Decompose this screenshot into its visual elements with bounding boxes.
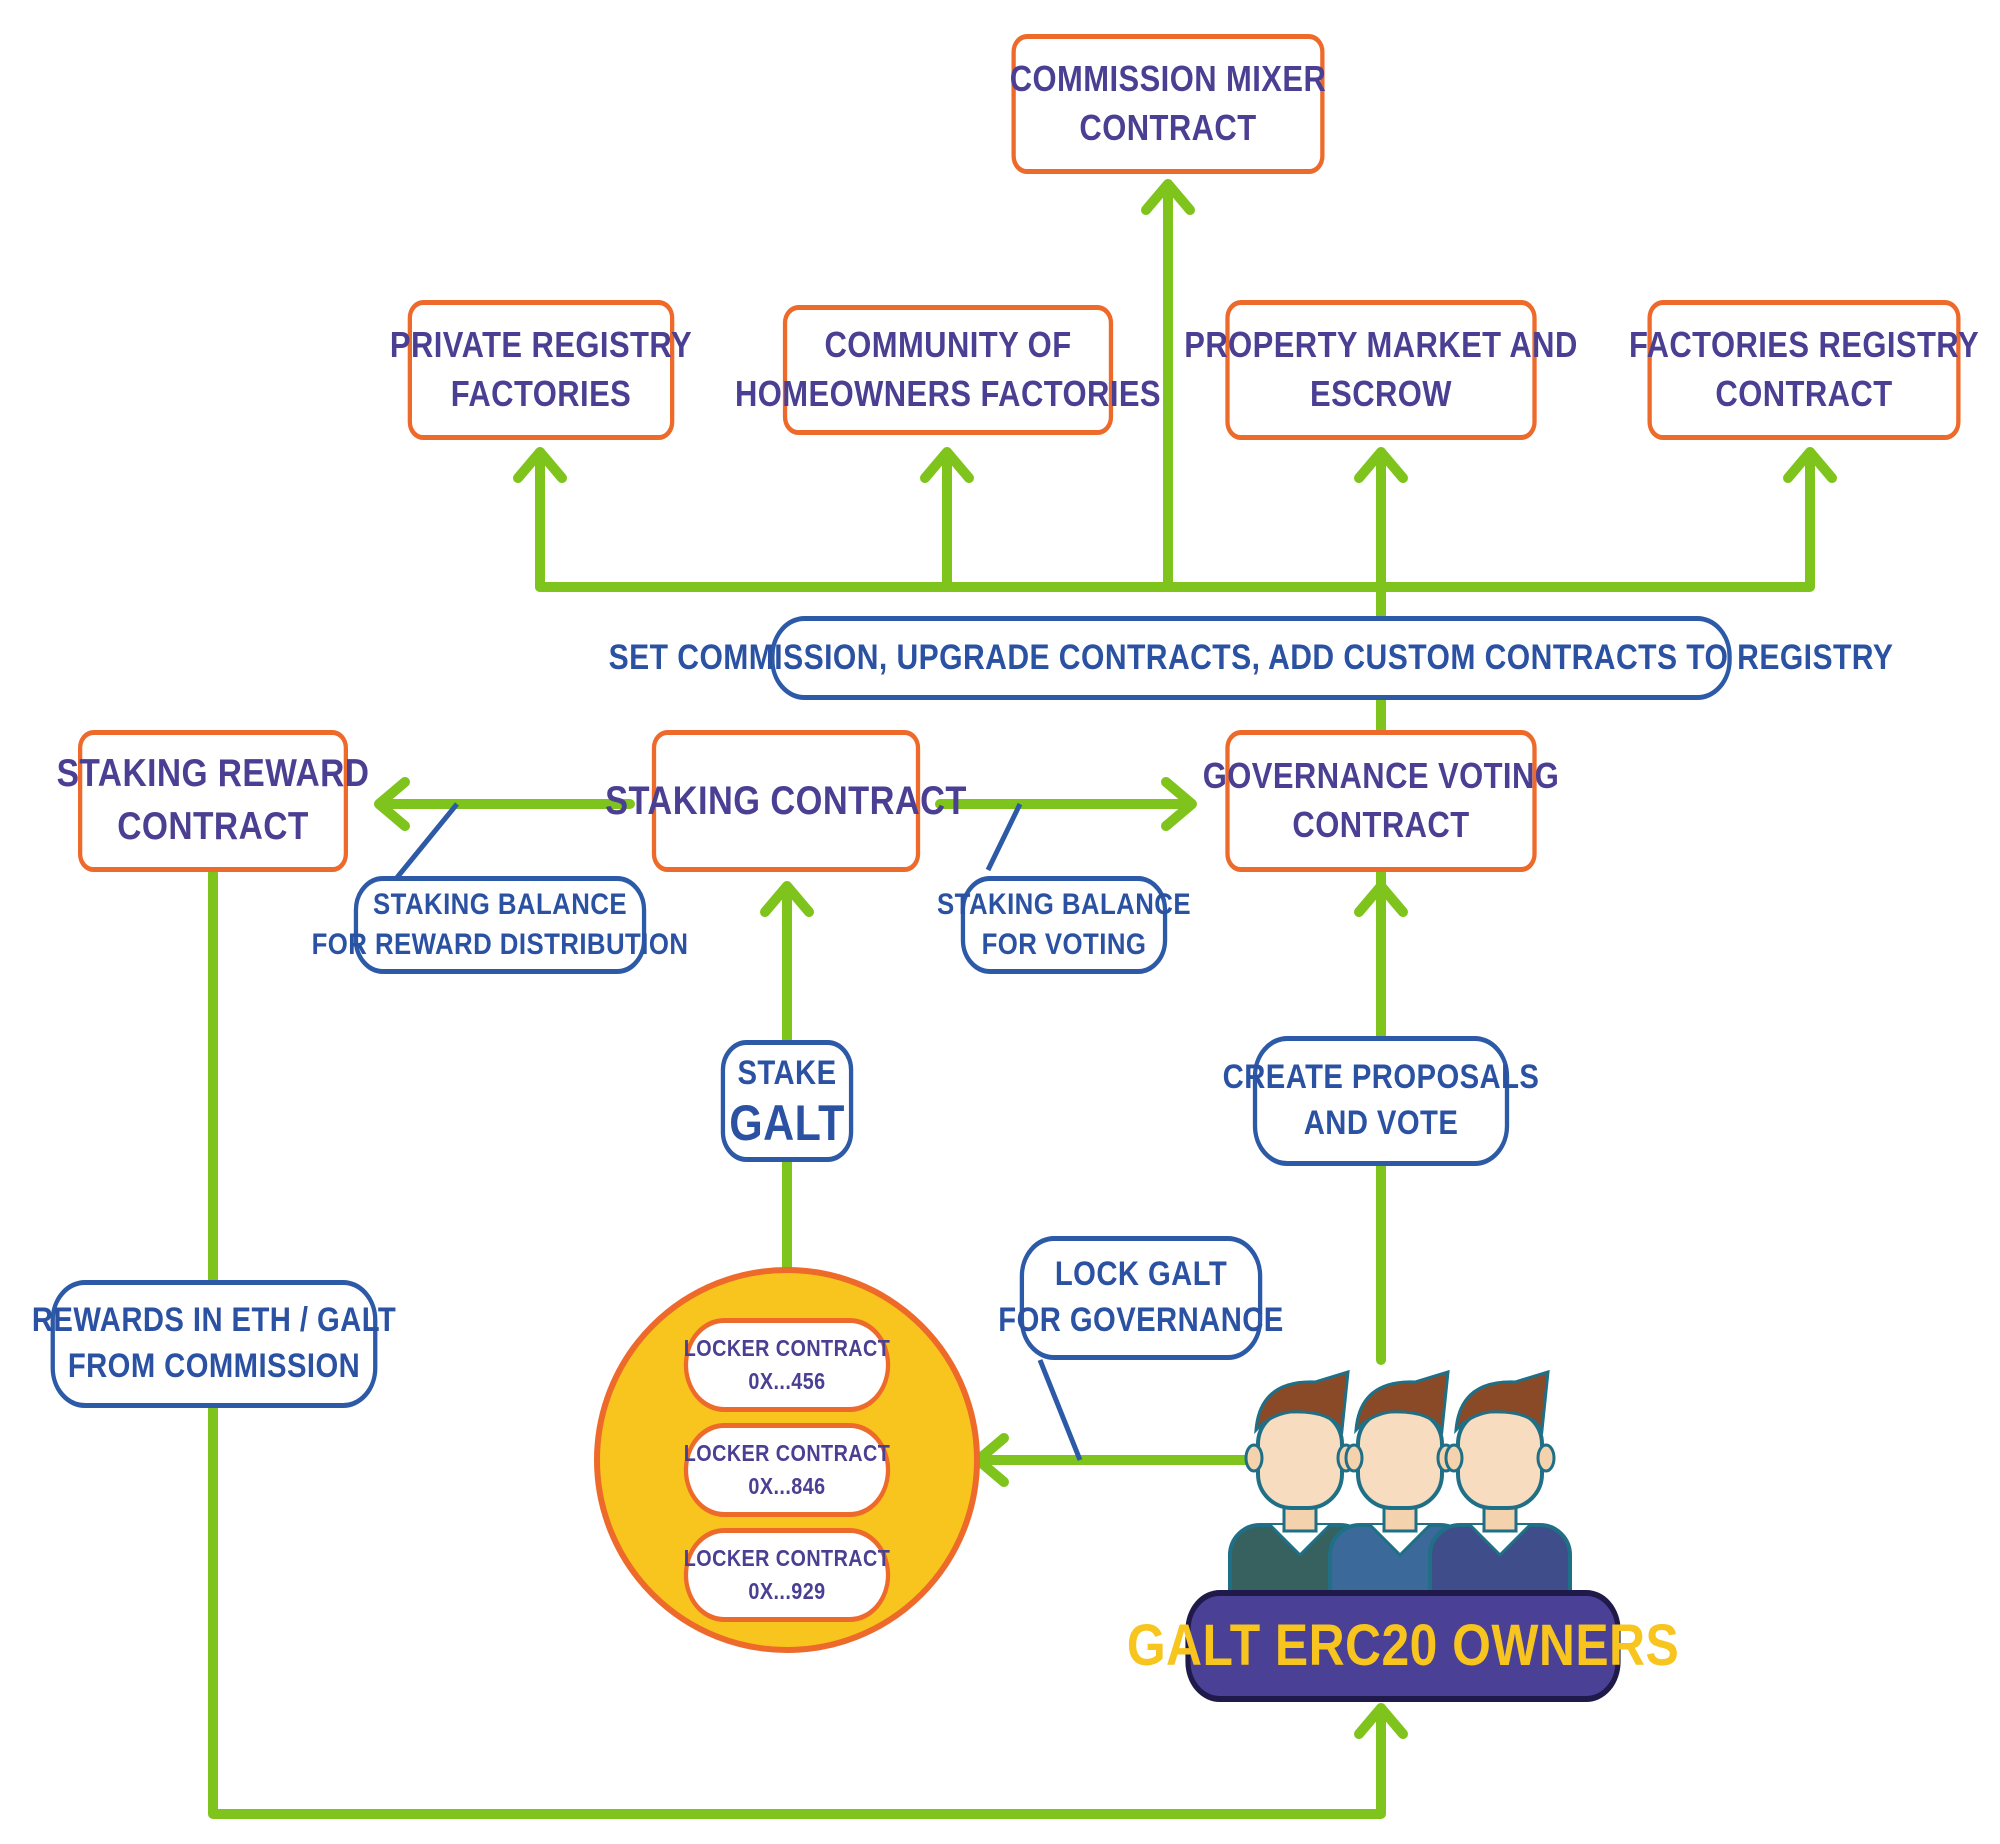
stake-galt-label: STAKE GALT — [720, 1040, 854, 1162]
governance-voting-contract: GOVERNANCE VOTING CONTRACT — [1203, 730, 1559, 872]
owners-group-icon — [1228, 1370, 1572, 1622]
locker-contract: LOCKER CONTRACT 0x...456 — [684, 1318, 891, 1412]
property-market-escrow: PROPERTY MARKET AND ESCROW — [1184, 300, 1577, 440]
arrow-to-factories-registry — [535, 455, 1815, 592]
locker-contract: LOCKER CONTRACT 0x...846 — [684, 1423, 891, 1517]
galt-erc20-owners: GALT ERC20 OWNERS — [1127, 1590, 1679, 1702]
staking-reward-contract: STAKING REWARD CONTRACT — [57, 730, 369, 872]
person-icon — [1428, 1370, 1572, 1622]
factories-registry-contract: FACTORIES REGISTRY CONTRACT — [1629, 300, 1979, 440]
staking-contract: STAKING CONTRACT — [605, 730, 966, 872]
rewards-label: REWARDS IN ETH / GALT FROM COMMISSION — [32, 1280, 396, 1408]
community-homeowners-factories: COMMUNITY OF HOMEOWNERS FACTORIES — [735, 305, 1161, 435]
create-proposals-label: CREATE PROPOSALS AND VOTE — [1223, 1036, 1539, 1166]
private-registry-factories: PRIVATE REGISTRY FACTORIES — [390, 300, 692, 440]
lock-galt-label: LOCK GALT FOR GOVERNANCE — [998, 1236, 1283, 1360]
set-commission-label: SET COMMISSION, UPGRADE CONTRACTS, ADD C… — [609, 616, 1893, 700]
staking-balance-reward-label: STAKING BALANCE FOR REWARD DISTRIBUTION — [312, 876, 688, 974]
locker-contract: LOCKER CONTRACT 0x...929 — [684, 1528, 891, 1622]
commission-mixer-contract: COMMISSION MIXER CONTRACT — [1010, 34, 1326, 174]
staking-balance-voting-label: STAKING BALANCE FOR VOTING — [937, 876, 1191, 974]
